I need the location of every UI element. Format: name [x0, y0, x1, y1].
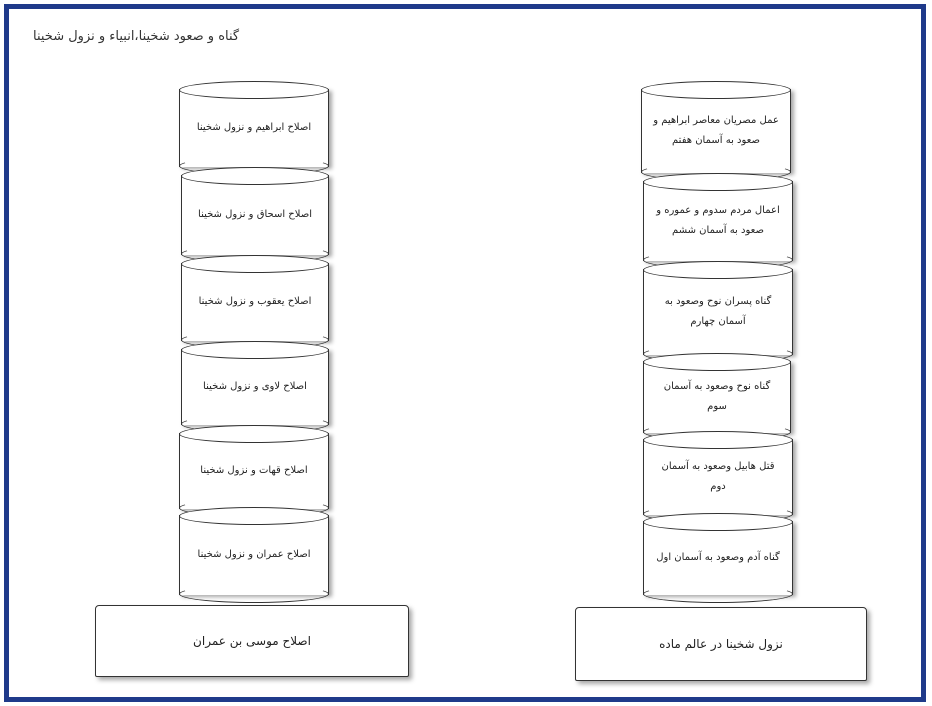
right-segment-5: قتل هابیل وصعود به آسمان دوم — [643, 431, 793, 523]
left-base: اصلاح موسی بن عمران — [95, 605, 409, 677]
left-segment-4-label: اصلاح لاوی و نزول شخینا — [203, 381, 307, 392]
left-segment-1-label: اصلاح ابراهیم و نزول شخینا — [196, 122, 312, 133]
left-base-label: اصلاح موسی بن عمران — [193, 634, 311, 648]
left-segment-6-label: اصلاح عمران و نزول شخینا — [197, 549, 311, 560]
right-segment-6: گناه آدم وصعود به آسمان اول — [643, 513, 793, 603]
right-segment-3: گناه پسران نوح وصعود به آسمان چهارم — [643, 261, 793, 363]
left-segment-2-label: اصلاح اسحاق و نزول شخینا — [198, 209, 312, 220]
right-segment-2: اعمال مردم سدوم و عموره و صعود به آسمان … — [643, 173, 793, 269]
right-segment-4-label: گناه نوح وصعود به آسمان سوم — [663, 381, 771, 412]
left-segment-2: اصلاح اسحاق و نزول شخینا — [181, 167, 329, 263]
right-base-label: نزول شخینا در عالم ماده — [659, 637, 783, 651]
right-segment-6-label: گناه آدم وصعود به آسمان اول — [656, 552, 780, 563]
left-segment-4: اصلاح لاوی و نزول شخینا — [181, 341, 329, 433]
right-segment-1-label: عمل مصریان معاصر ابراهیم و صعود به آسمان… — [653, 115, 779, 146]
right-segment-4: گناه نوح وصعود به آسمان سوم — [643, 353, 791, 441]
left-segment-3: اصلاح یعقوب و نزول شخینا — [181, 255, 329, 349]
left-segment-5-label: اصلاح قهات و نزول شخینا — [200, 465, 308, 476]
right-segment-1: عمل مصریان معاصر ابراهیم و صعود به آسمان… — [641, 81, 791, 181]
left-segment-5: اصلاح قهات و نزول شخینا — [179, 425, 329, 517]
left-segment-1: اصلاح ابراهیم و نزول شخینا — [179, 81, 329, 175]
left-segment-6: اصلاح عمران و نزول شخینا — [179, 507, 329, 603]
diagram-frame: گناه و صعود شخینا،انبیاء و نزول شخینا اص… — [4, 4, 926, 702]
left-segment-3-label: اصلاح یعقوب و نزول شخینا — [198, 296, 312, 307]
diagram-title: گناه و صعود شخینا،انبیاء و نزول شخینا — [33, 29, 240, 44]
right-base: نزول شخینا در عالم ماده — [575, 607, 867, 681]
right-segment-5-label: قتل هابیل وصعود به آسمان دوم — [661, 461, 775, 492]
right-segment-3-label: گناه پسران نوح وصعود به آسمان چهارم — [664, 296, 772, 327]
right-segment-2-label: اعمال مردم سدوم و عموره و صعود به آسمان … — [656, 205, 780, 236]
